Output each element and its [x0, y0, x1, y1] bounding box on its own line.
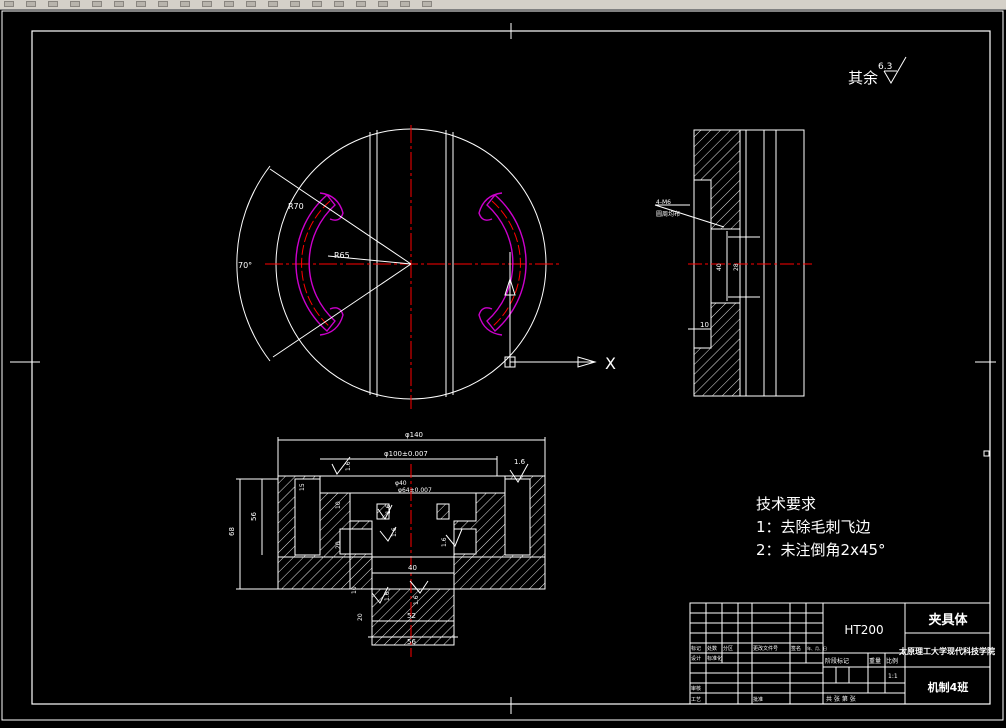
row-design: 设计 — [691, 655, 701, 662]
row-standard: 标准化 — [707, 655, 722, 662]
toolbar-button-tb-5[interactable] — [92, 1, 102, 7]
dim-10: 10 — [335, 501, 342, 509]
toolbar-button-tb-14[interactable] — [290, 1, 300, 7]
title-block: HT200 夹具体 太原理工大学现代科技学院 机制4班 1:1 阶段标记 重量 … — [689, 602, 995, 705]
scale-value: 1:1 — [888, 673, 898, 680]
rough-1: 1.6 — [345, 461, 352, 471]
drawing-svg: 其余 6.3 70° R70 R65 X — [1, 10, 1004, 721]
side-dim-28: 28 — [733, 263, 740, 271]
toolbar-button-tb-18[interactable] — [378, 1, 388, 7]
top-view: 70° R70 R65 X — [236, 125, 616, 409]
ucs-x-label: X — [605, 354, 616, 373]
col-mark: 标记 — [691, 645, 701, 652]
thread-note-1: 4-M6 — [656, 199, 671, 206]
toolbar-button-tb-6[interactable] — [114, 1, 124, 7]
school-name: 太原理工大学现代科技学院 — [898, 646, 995, 656]
col-count: 处数 — [707, 645, 717, 652]
dim-52: 52 — [407, 612, 416, 620]
col-docno: 更改文件号 — [753, 645, 778, 652]
center-radius-label: R65 — [334, 251, 350, 260]
toolbar-button-tb-3[interactable] — [48, 1, 58, 7]
toolbar-button-tb-19[interactable] — [400, 1, 410, 7]
toolbar-button-tb-12[interactable] — [246, 1, 256, 7]
ratio-label: 比例 — [886, 657, 898, 665]
grip-square[interactable] — [983, 450, 990, 457]
row-approve: 批准 — [753, 696, 763, 703]
dim-phi64: φ64±0.007 — [398, 487, 432, 494]
rough-5: 1.6 — [441, 537, 448, 547]
row-process: 工艺 — [691, 697, 701, 703]
toolbar-button-tb-1[interactable] — [4, 1, 14, 7]
dim-56-vertical: 56 — [250, 512, 258, 521]
toolbar-button-tb-8[interactable] — [158, 1, 168, 7]
toolbar-button-tb-2[interactable] — [26, 1, 36, 7]
left-arc-slot — [295, 193, 336, 333]
col-zone: 分区 — [723, 645, 733, 652]
rough-4: 1.6 — [391, 527, 398, 537]
dim-68: 68 — [228, 527, 236, 536]
angle-dimension-arc — [236, 165, 271, 362]
sheets-label: 共 张 第 张 — [826, 695, 856, 703]
surface-finish-value: 6.3 — [878, 62, 892, 72]
dim-20: 20 — [335, 541, 342, 549]
side-dim-10: 10 — [700, 321, 709, 329]
dim-20b: 20 — [357, 613, 364, 621]
weight-label: 重量 — [869, 657, 881, 665]
toolbar-button-tb-20[interactable] — [422, 1, 432, 7]
part-name: 夹具体 — [928, 612, 968, 628]
dim-56: 56 — [407, 638, 416, 646]
dim-phi100: φ100±0.007 — [384, 450, 428, 458]
rough-2: 1.6 — [514, 458, 526, 466]
toolbar-button-tb-17[interactable] — [356, 1, 366, 7]
toolbar-button-tb-15[interactable] — [312, 1, 322, 7]
col-date: 年、月、日 — [807, 645, 827, 651]
toolbar-button-tb-7[interactable] — [136, 1, 146, 7]
rough-3: 1.6 — [385, 504, 392, 514]
toolbar-button-tb-16[interactable] — [334, 1, 344, 7]
cad-toolbar — [0, 0, 1006, 10]
toolbar-button-tb-4[interactable] — [70, 1, 80, 7]
class-name: 机制4班 — [928, 680, 969, 694]
dim-40: 40 — [408, 564, 417, 572]
radius-label: R70 — [288, 202, 304, 211]
dim-phi40-top: φ40 — [395, 480, 407, 487]
toolbar-button-tb-11[interactable] — [224, 1, 234, 7]
side-view: 4-M6 圆周均布 40 28 10 — [654, 129, 812, 397]
row-review: 审核 — [691, 685, 701, 692]
rough-6: 1.6 — [384, 591, 391, 601]
stage-label: 阶段标记 — [825, 657, 849, 665]
tech-title: 技术要求 — [756, 495, 816, 513]
toolbar-button-tb-10[interactable] — [202, 1, 212, 7]
tech-item-2: 2：未注倒角2x45° — [756, 541, 886, 559]
side-dim-40: 40 — [716, 263, 723, 271]
dim-15: 15 — [299, 483, 306, 491]
dim-phi140: φ140 — [405, 431, 423, 439]
sheet-outer-frame — [1, 10, 1004, 721]
surface-finish-note: 其余 6.3 — [848, 56, 907, 87]
toolbar-button-tb-13[interactable] — [268, 1, 278, 7]
drawing-canvas[interactable]: 其余 6.3 70° R70 R65 X — [0, 9, 1006, 724]
right-arc-slot — [486, 193, 527, 333]
angle-label: 70° — [238, 261, 252, 270]
dim-10b: 10 — [351, 586, 358, 594]
tech-item-1: 1：去除毛刺飞边 — [756, 518, 871, 536]
surface-finish-label: 其余 — [848, 69, 878, 87]
rough-7: 1.6 — [413, 595, 420, 605]
tech-requirements: 技术要求 1：去除毛刺飞边 2：未注倒角2x45° — [756, 495, 886, 559]
roughness-symbol — [883, 56, 907, 84]
thread-note-2: 圆周均布 — [656, 210, 680, 218]
toolbar-button-tb-9[interactable] — [180, 1, 190, 7]
col-sign: 签名 — [791, 645, 801, 652]
material-label: HT200 — [844, 623, 883, 637]
section-view: φ140 φ100±0.007 φ64±0.007 φ40 40 52 56 6… — [228, 431, 546, 657]
